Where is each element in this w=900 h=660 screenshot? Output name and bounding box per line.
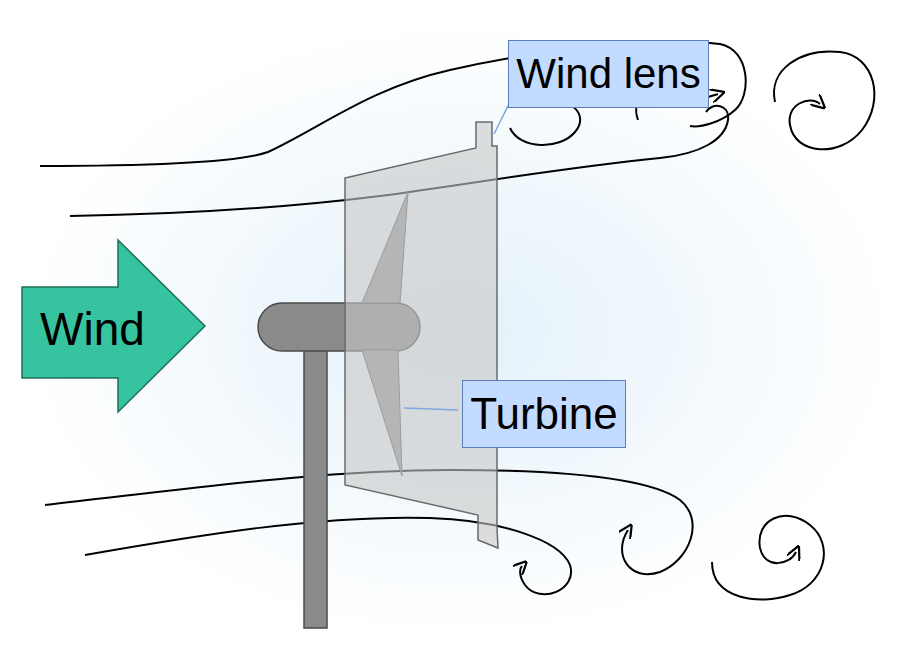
swirl bbox=[712, 516, 824, 600]
tower-pole bbox=[304, 345, 327, 628]
flow-line bbox=[85, 518, 571, 595]
wind-lens-shroud bbox=[345, 122, 498, 548]
wind-arrow: Wind bbox=[22, 240, 207, 412]
leader-line bbox=[404, 408, 458, 410]
part-label: Wind lens bbox=[516, 53, 700, 95]
arrow-outline bbox=[22, 240, 205, 412]
swirl bbox=[774, 52, 874, 150]
arrow-label: Wind bbox=[40, 306, 145, 352]
part-label: Turbine bbox=[470, 392, 618, 436]
background-glow bbox=[20, 20, 900, 640]
label-box: Wind lens bbox=[508, 40, 709, 108]
label-box: Turbine bbox=[462, 380, 626, 448]
